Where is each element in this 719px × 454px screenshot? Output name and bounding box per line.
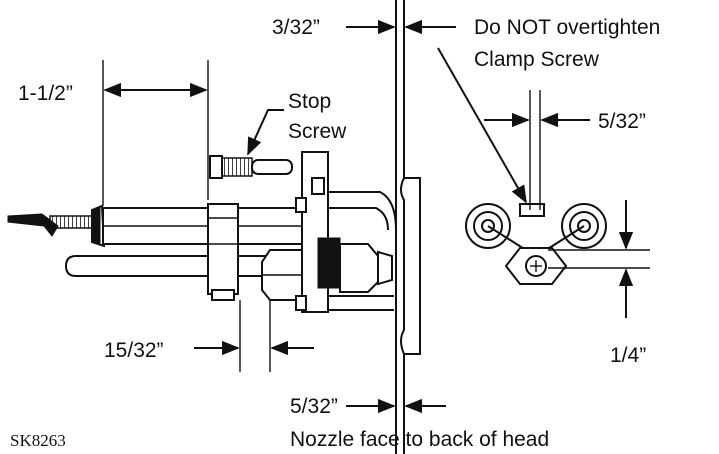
electrode-rod-upper xyxy=(328,191,397,231)
oil-line-lower xyxy=(64,255,300,277)
clamp-bracket xyxy=(207,203,239,295)
stop-screw xyxy=(209,155,293,179)
nozzle-body xyxy=(339,243,379,293)
drawing-id: SK8263 xyxy=(10,431,66,450)
label-nozzle-caption: Nozzle face to back of head xyxy=(290,428,549,451)
flange-bolt-bottom xyxy=(295,295,307,311)
label-15-32: 15/32” xyxy=(104,339,164,362)
label-5-32-right: 5/32” xyxy=(598,110,646,133)
label-5-32-bottom: 5/32” xyxy=(290,395,338,418)
flange-bolt-top xyxy=(295,197,307,213)
electrode-end-view xyxy=(465,90,650,285)
label-dont-overtighten-1: Do NOT overtighten xyxy=(474,16,660,39)
nozzle-assembly-side-view xyxy=(7,0,421,454)
electrode-right-tip xyxy=(545,225,585,251)
threaded-rod xyxy=(49,215,93,229)
flange-tab xyxy=(311,177,325,195)
label-dont-overtighten-2: Clamp Screw xyxy=(474,48,600,71)
nozzle-tip xyxy=(377,250,393,286)
end-nut-shadow xyxy=(91,206,101,245)
label-stop: Stop xyxy=(288,90,331,113)
electrode-tip xyxy=(7,213,59,237)
label-screw: Screw xyxy=(288,120,347,143)
clamp-screw-head xyxy=(519,203,545,217)
burner-head xyxy=(400,177,421,355)
electrode-left-tip xyxy=(487,225,527,251)
clamp-foot xyxy=(211,289,235,301)
flange-center-block xyxy=(317,237,341,289)
electrode-rod-upper-2 xyxy=(328,207,389,231)
label-3-32: 3/32” xyxy=(272,16,320,39)
label-1-4: 1/4” xyxy=(610,344,646,367)
label-1-1-2: 1-1/2” xyxy=(18,82,73,105)
